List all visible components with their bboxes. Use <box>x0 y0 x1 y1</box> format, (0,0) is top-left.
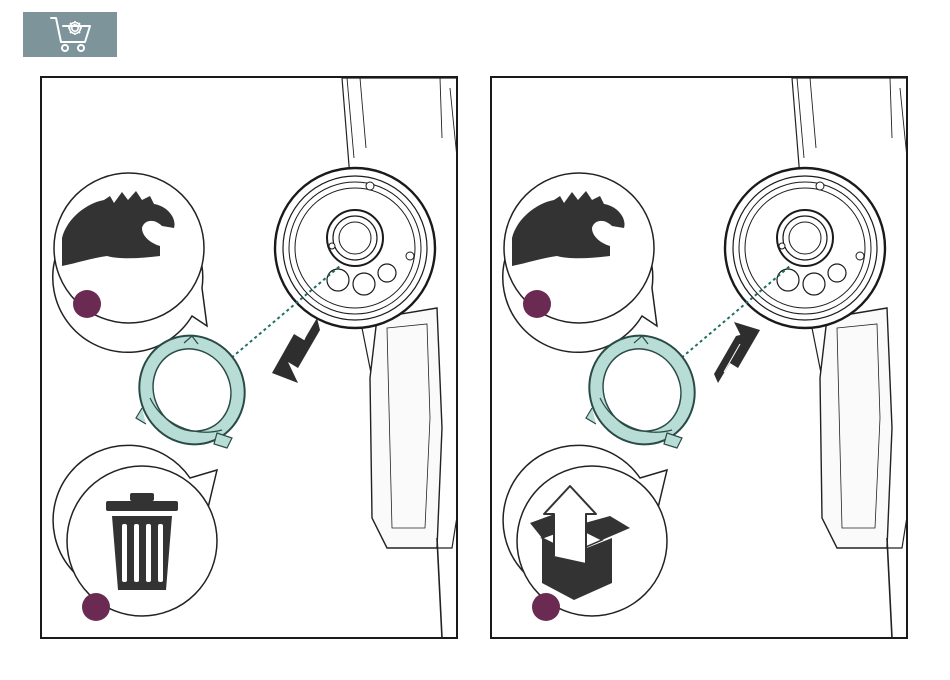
device-head <box>725 168 885 328</box>
trash-callout <box>53 445 217 621</box>
panel-remove-step <box>40 76 458 639</box>
device-body <box>342 78 458 638</box>
glove-callout <box>53 173 207 352</box>
marker-dot <box>73 290 101 318</box>
cart-settings-icon <box>23 12 117 57</box>
device-body <box>792 78 908 638</box>
cart-settings-badge <box>23 12 117 57</box>
marker-dot <box>523 290 551 318</box>
arrow-toward-icon <box>714 322 760 383</box>
marker-dot <box>82 593 110 621</box>
box-callout <box>503 445 667 621</box>
panel-install-step <box>490 76 908 639</box>
marker-dot <box>532 593 560 621</box>
device-head <box>275 168 435 328</box>
arrow-away-icon <box>272 318 320 383</box>
glove-callout <box>503 173 657 352</box>
